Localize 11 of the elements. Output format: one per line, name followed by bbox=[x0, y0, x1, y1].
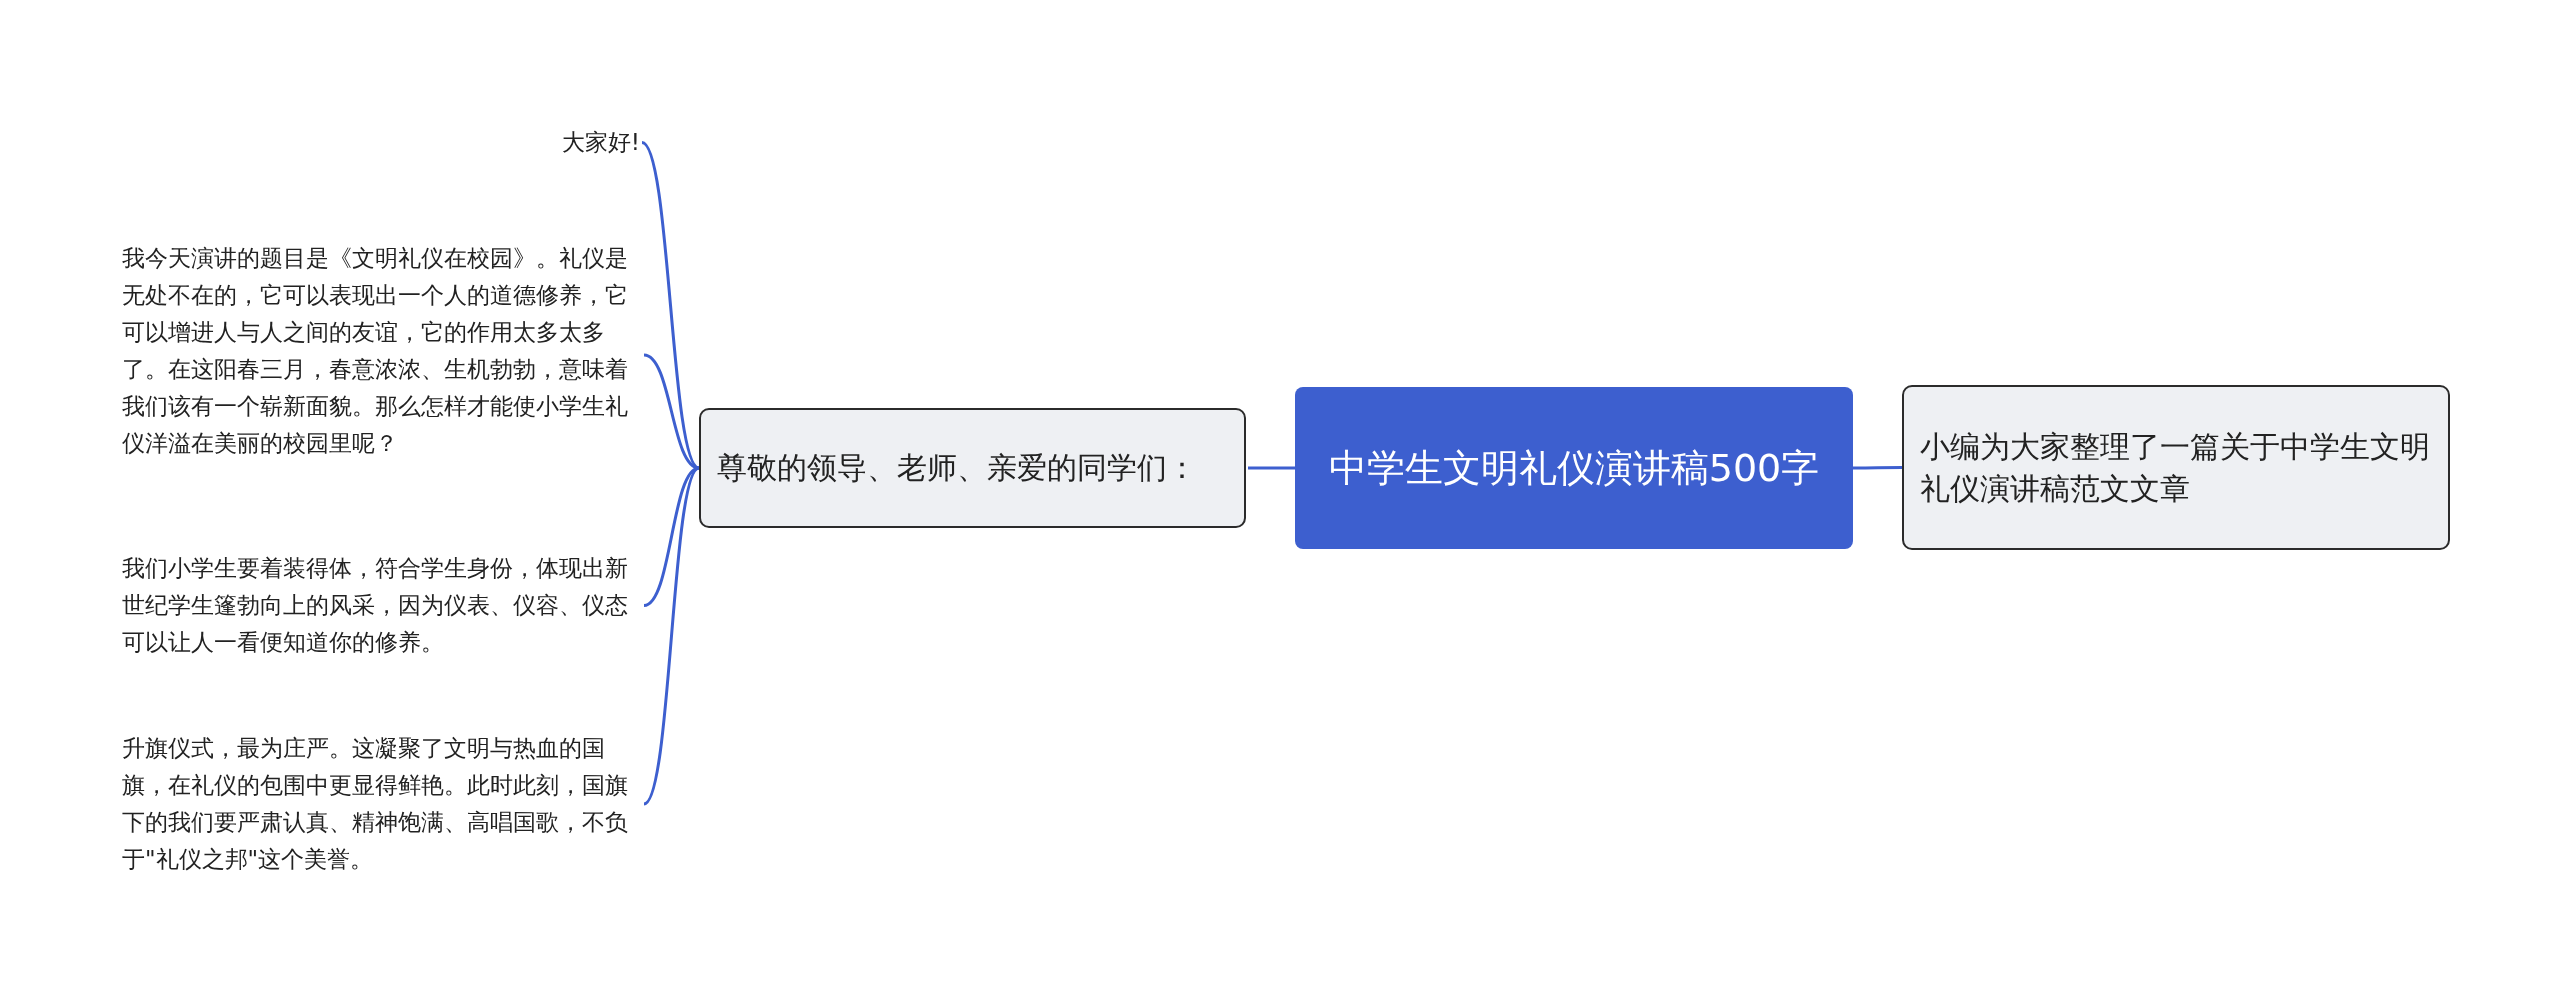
leaf-text: 我们小学生要着装得体，符合学生身份，体现出新世纪学生篷勃向上的风采，因为仪表、仪容、仪态可以让人一看便知道你的修养。 bbox=[122, 550, 642, 661]
leaf-text: 升旗仪式，最为庄严。这凝聚了文明与热血的国旗，在礼仪的包围中更显得鲜艳。此时此刻，国旗下的我们要严肃认真、精神饱满、高唱国歌，不负于"礼仪之邦"这个美誉。 bbox=[122, 730, 642, 878]
connector-line bbox=[1248, 466, 1295, 470]
topic-box: 小编为大家整理了一篇关于中学生文明礼仪演讲稿范文文章 bbox=[1902, 385, 2450, 550]
connector-line bbox=[1853, 466, 1902, 470]
root-topic-box: 中学生文明礼仪演讲稿500字 bbox=[1295, 387, 1853, 549]
connector-line bbox=[643, 353, 700, 470]
topic-box: 尊敬的领导、老师、亲爱的同学们： bbox=[699, 408, 1246, 528]
leaf-text: 大家好! bbox=[400, 124, 640, 161]
connector-line bbox=[642, 466, 701, 806]
leaf-text: 我今天演讲的题目是《文明礼仪在校园》。礼仪是无处不在的，它可以表现出一个人的道德修养，它可以增进人与人之间的友谊，它的作用太多太多了。在这阳春三月，春意浓浓、生机勃勃，意味着我们该有一个崭新面貌。那么怎样才能使小学生礼仪洋溢在美丽的校园里呢？ bbox=[122, 240, 642, 462]
